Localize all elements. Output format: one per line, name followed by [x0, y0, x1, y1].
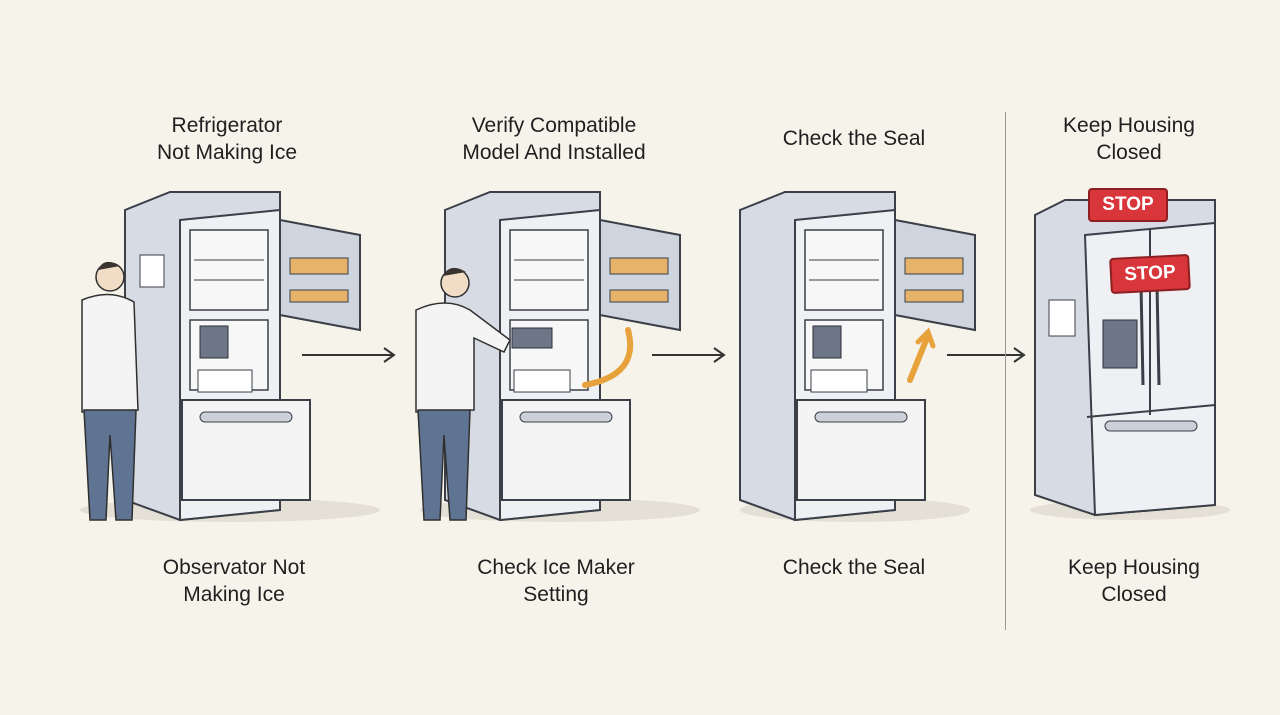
person-icon: [81, 261, 139, 521]
refrigerator-open-icon: [124, 191, 361, 522]
stop-sign-icon: STOP: [1088, 188, 1168, 222]
step-1-caption: Observator Not Making Ice: [162, 556, 306, 606]
arrow-right-icon: [652, 347, 726, 363]
step-3-caption: Check the Seal: [782, 556, 926, 579]
step-2-caption: Check Ice Maker Setting: [477, 556, 635, 606]
step-4-caption: Keep Housing Closed: [1068, 556, 1200, 606]
step-4-title: Keep Housing Closed: [1063, 114, 1195, 164]
arrow-right-icon: [947, 347, 1026, 363]
stop-sign-icon: STOP: [1109, 253, 1191, 295]
refrigerator-open-icon: [739, 191, 976, 522]
step-3-title: Check the Seal: [782, 127, 926, 150]
curved-arrow-icon: [907, 335, 930, 383]
french-door-refrigerator-icon: [1034, 199, 1216, 517]
arrow-right-icon: [302, 347, 396, 363]
step-2-title: Verify Compatible Model And Installed: [462, 114, 646, 164]
step-4-illustration: [1030, 199, 1230, 520]
step-3-illustration: [739, 191, 976, 522]
step-1-illustration: [80, 191, 380, 522]
person-icon: [415, 267, 511, 521]
section-divider: [1005, 112, 1006, 630]
step-2-illustration: [415, 191, 700, 522]
step-1-title: Refrigerator Not Making Ice: [156, 114, 298, 164]
curved-arrow-icon: [582, 327, 634, 388]
refrigerator-open-icon: [444, 191, 681, 522]
